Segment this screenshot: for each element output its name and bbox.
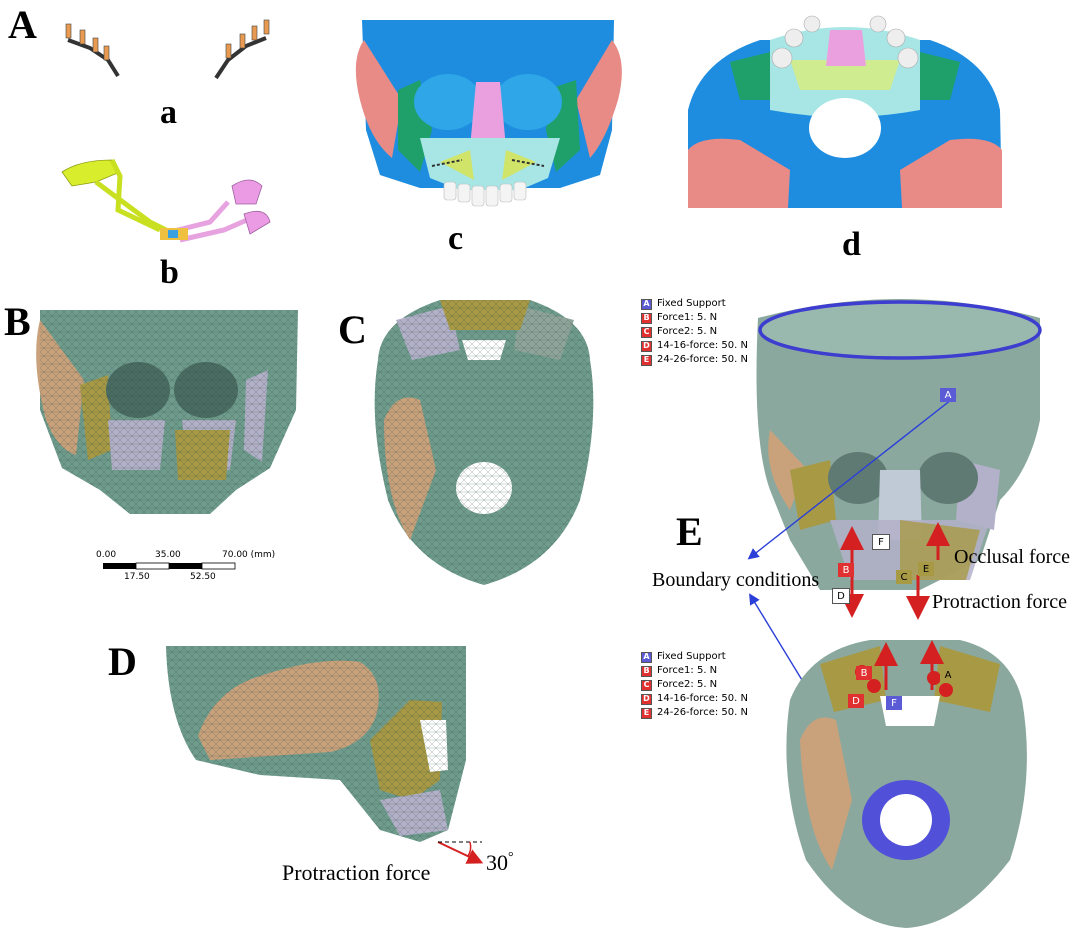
panel-label-A: A (8, 2, 37, 47)
legend-swatch: B (641, 665, 652, 677)
legend-swatch: D (641, 693, 652, 705)
protraction-force-label-d: Protraction force (282, 860, 431, 885)
scale-bar (103, 562, 236, 570)
mesh-skull-inferior (374, 300, 594, 585)
legend-swatch: E (641, 354, 652, 366)
panel-label-a: a (160, 94, 177, 131)
legend-swatch: D (641, 340, 652, 352)
mesh-skull-lateral (166, 646, 484, 864)
protraction-force-label-e: Protraction force (932, 591, 1067, 613)
panel-label-E: E (676, 509, 703, 554)
occlusal-force-label: Occlusal force (954, 546, 1071, 568)
scale-label-17-5: 17.50 (124, 572, 150, 582)
panel-label-c: c (448, 220, 464, 257)
bc-tag-E-front: E (918, 562, 934, 576)
legend-swatch: C (641, 326, 652, 338)
legend-swatch: A (641, 298, 652, 310)
appliance-model (61, 158, 271, 243)
legend-swatch: B (641, 312, 652, 324)
protraction-arrow-lateral (437, 841, 484, 864)
panel-label-C: C (338, 307, 367, 352)
bc-tag-B-front: B (838, 563, 854, 577)
miniplate-right (214, 19, 270, 80)
mesh-skull-frontal (36, 310, 298, 514)
boundary-arrow-upper (747, 395, 957, 560)
legend-swatch: A (641, 651, 652, 663)
panel-label-b: b (160, 254, 179, 291)
colored-skull-frontal (355, 20, 622, 207)
legend-swatch: E (641, 707, 652, 719)
bc-tag-D-front: D (832, 588, 850, 604)
panel-label-d: d (842, 226, 861, 263)
bc-tag-B-bottom: B (856, 666, 872, 680)
bc-tag-A-bottom: A (940, 668, 956, 682)
colored-skull-palatal (688, 15, 1002, 208)
panel-label-B: B (4, 299, 31, 344)
bc-tag-C-front: C (896, 570, 912, 584)
scale-label-70: 70.00 (mm) (222, 550, 276, 560)
miniplate-left (65, 23, 120, 78)
scale-label-35: 35.00 (155, 550, 181, 560)
bc-tag-F-bottom: F (886, 696, 902, 710)
bc-tag-F-front: F (872, 534, 890, 550)
legend-swatch: C (641, 679, 652, 691)
panel-label-D: D (108, 639, 137, 684)
boundary-conditions-label: Boundary conditions (652, 569, 820, 591)
bc-tag-D-bottom: D (848, 694, 864, 708)
bc-skull-inferior (786, 640, 1027, 928)
angle-label: 30° (486, 850, 514, 875)
bc-skull-frontal (747, 299, 1042, 809)
scale-label-52-5: 52.50 (190, 572, 216, 582)
scale-label-0: 0.00 (96, 550, 117, 560)
bc-tag-A-front: A (940, 388, 956, 402)
